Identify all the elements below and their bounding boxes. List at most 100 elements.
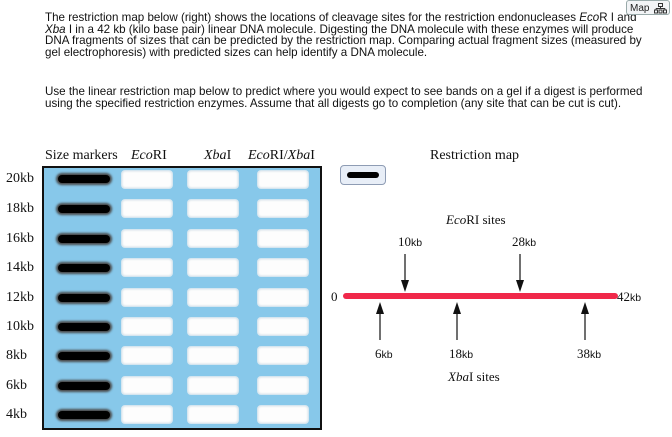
drop-well-xbai-16kb[interactable] [187, 229, 239, 248]
col-header-ecori-xbai: EcoRI/XbaI [248, 148, 315, 164]
ecori-sites-label: EcoRI sites [446, 212, 506, 228]
ecori-sites-italic: Eco [446, 212, 467, 227]
drop-well-ecori-20kb[interactable] [121, 170, 173, 189]
xbai-arrow-18kb [453, 302, 461, 340]
drop-well-both-10kb[interactable] [257, 317, 309, 336]
col-both-italic-2: Xba [287, 148, 311, 163]
drop-well-ecori-10kb[interactable] [121, 317, 173, 336]
marker-band-14kb [58, 264, 110, 272]
marker-band-4kb [58, 411, 110, 419]
drop-well-xbai-10kb[interactable] [187, 317, 239, 336]
drop-well-ecori-18kb[interactable] [121, 199, 173, 218]
drop-well-both-20kb[interactable] [257, 170, 309, 189]
drop-well-both-16kb[interactable] [257, 229, 309, 248]
xbai-arrows [376, 302, 589, 340]
drop-well-both-14kb[interactable] [257, 258, 309, 277]
xbai-site-18-label: 18kb [449, 346, 473, 362]
drop-well-ecori-8kb[interactable] [121, 346, 173, 365]
ecori-arrow-28kb [516, 254, 524, 292]
size-label-10kb: 10kb [6, 319, 34, 334]
xbai-site-18-num: 18 [449, 346, 462, 361]
drop-well-xbai-18kb[interactable] [187, 199, 239, 218]
map-end-label: 42kb [617, 289, 641, 305]
map-button[interactable]: Map [626, 0, 670, 15]
drop-well-xbai-12kb[interactable] [187, 288, 239, 307]
drop-well-both-6kb[interactable] [257, 376, 309, 395]
ecori-site-10-label: 10kb [398, 234, 422, 250]
xbai-site-6-num: 6 [375, 346, 382, 361]
drop-well-ecori-14kb[interactable] [121, 258, 173, 277]
drop-well-xbai-8kb[interactable] [187, 346, 239, 365]
xbai-site-6-unit: kb [381, 349, 393, 361]
ecori-arrow-10kb [401, 254, 409, 292]
xbai-arrow-6kb [376, 302, 384, 340]
band-shape [347, 172, 379, 178]
drop-well-both-8kb[interactable] [257, 346, 309, 365]
instructions-paragraph-2: Use the linear restriction map below to … [45, 85, 643, 110]
map-button-label: Map [630, 3, 650, 14]
map-end-unit: kb [630, 292, 642, 304]
marker-band-18kb [58, 205, 110, 213]
ecori-sites-roman: RI sites [466, 212, 506, 227]
xbai-arrow-38kb [581, 302, 589, 340]
restriction-map-title: Restriction map [430, 148, 520, 163]
p1-text-a: The restriction map below (right) shows … [45, 11, 580, 24]
p1-text-b: R I and [599, 11, 637, 24]
size-label-8kb: 8kb [6, 348, 27, 363]
drop-well-ecori-12kb[interactable] [121, 288, 173, 307]
size-label-18kb: 18kb [6, 201, 34, 216]
col-header-ecori: EcoRI [131, 148, 167, 164]
sitemap-icon [654, 3, 667, 14]
xbai-sites-italic: Xba [448, 369, 469, 384]
draggable-band[interactable] [340, 165, 386, 185]
p1-text-c: I in a 42 kb (kilo base pair) linear DNA… [45, 22, 642, 59]
col-both-roman-1: RI/ [269, 148, 288, 163]
size-label-6kb: 6kb [6, 378, 27, 393]
col-header-xbai: XbaI [204, 148, 231, 164]
xbai-sites-roman: I sites [468, 369, 500, 384]
marker-band-8kb [58, 352, 110, 360]
p1-eco: Eco [579, 11, 600, 24]
col-ecori-roman: RI [152, 148, 167, 163]
ecori-site-10-unit: kb [411, 237, 423, 249]
size-label-14kb: 14kb [6, 260, 34, 275]
xbai-sites-label: XbaI sites [448, 369, 500, 385]
drop-well-both-4kb[interactable] [257, 405, 309, 424]
instructions-paragraph-1: The restriction map below (right) shows … [45, 12, 645, 58]
ecori-site-28-num: 28 [512, 234, 525, 249]
drop-well-xbai-4kb[interactable] [187, 405, 239, 424]
map-start-label: 0 [331, 289, 338, 304]
ecori-site-10-num: 10 [398, 234, 411, 249]
ecori-site-28-unit: kb [525, 237, 537, 249]
col-ecori-italic: Eco [131, 148, 153, 163]
drop-well-ecori-4kb[interactable] [121, 405, 173, 424]
map-end-num: 42 [617, 289, 630, 304]
drop-well-xbai-6kb[interactable] [187, 376, 239, 395]
marker-band-6kb [58, 382, 110, 390]
drop-well-xbai-14kb[interactable] [187, 258, 239, 277]
col-header-size-markers: Size markers [45, 148, 118, 163]
size-label-12kb: 12kb [6, 290, 34, 305]
drop-well-xbai-20kb[interactable] [187, 170, 239, 189]
restriction-map-diagram [343, 254, 618, 299]
col-both-italic-1: Eco [248, 148, 270, 163]
size-label-16kb: 16kb [6, 231, 34, 246]
drop-well-ecori-16kb[interactable] [121, 229, 173, 248]
marker-band-20kb [58, 175, 110, 183]
marker-band-12kb [58, 294, 110, 302]
p1-xba: Xba [45, 22, 66, 36]
ecori-site-28-label: 28kb [512, 234, 536, 250]
size-label-20kb: 20kb [6, 171, 34, 186]
drop-well-both-12kb[interactable] [257, 288, 309, 307]
marker-band-16kb [58, 235, 110, 243]
xbai-site-18-unit: kb [462, 349, 474, 361]
size-label-4kb: 4kb [6, 407, 27, 422]
xbai-site-38-label: 38kb [577, 346, 601, 362]
drop-well-both-18kb[interactable] [257, 199, 309, 218]
col-both-roman-2: I [310, 148, 315, 163]
drop-well-ecori-6kb[interactable] [121, 376, 173, 395]
xbai-site-38-unit: kb [590, 349, 602, 361]
col-xbai-roman: I [226, 148, 232, 163]
col-xbai-italic: Xba [204, 148, 227, 163]
marker-band-10kb [58, 323, 110, 331]
